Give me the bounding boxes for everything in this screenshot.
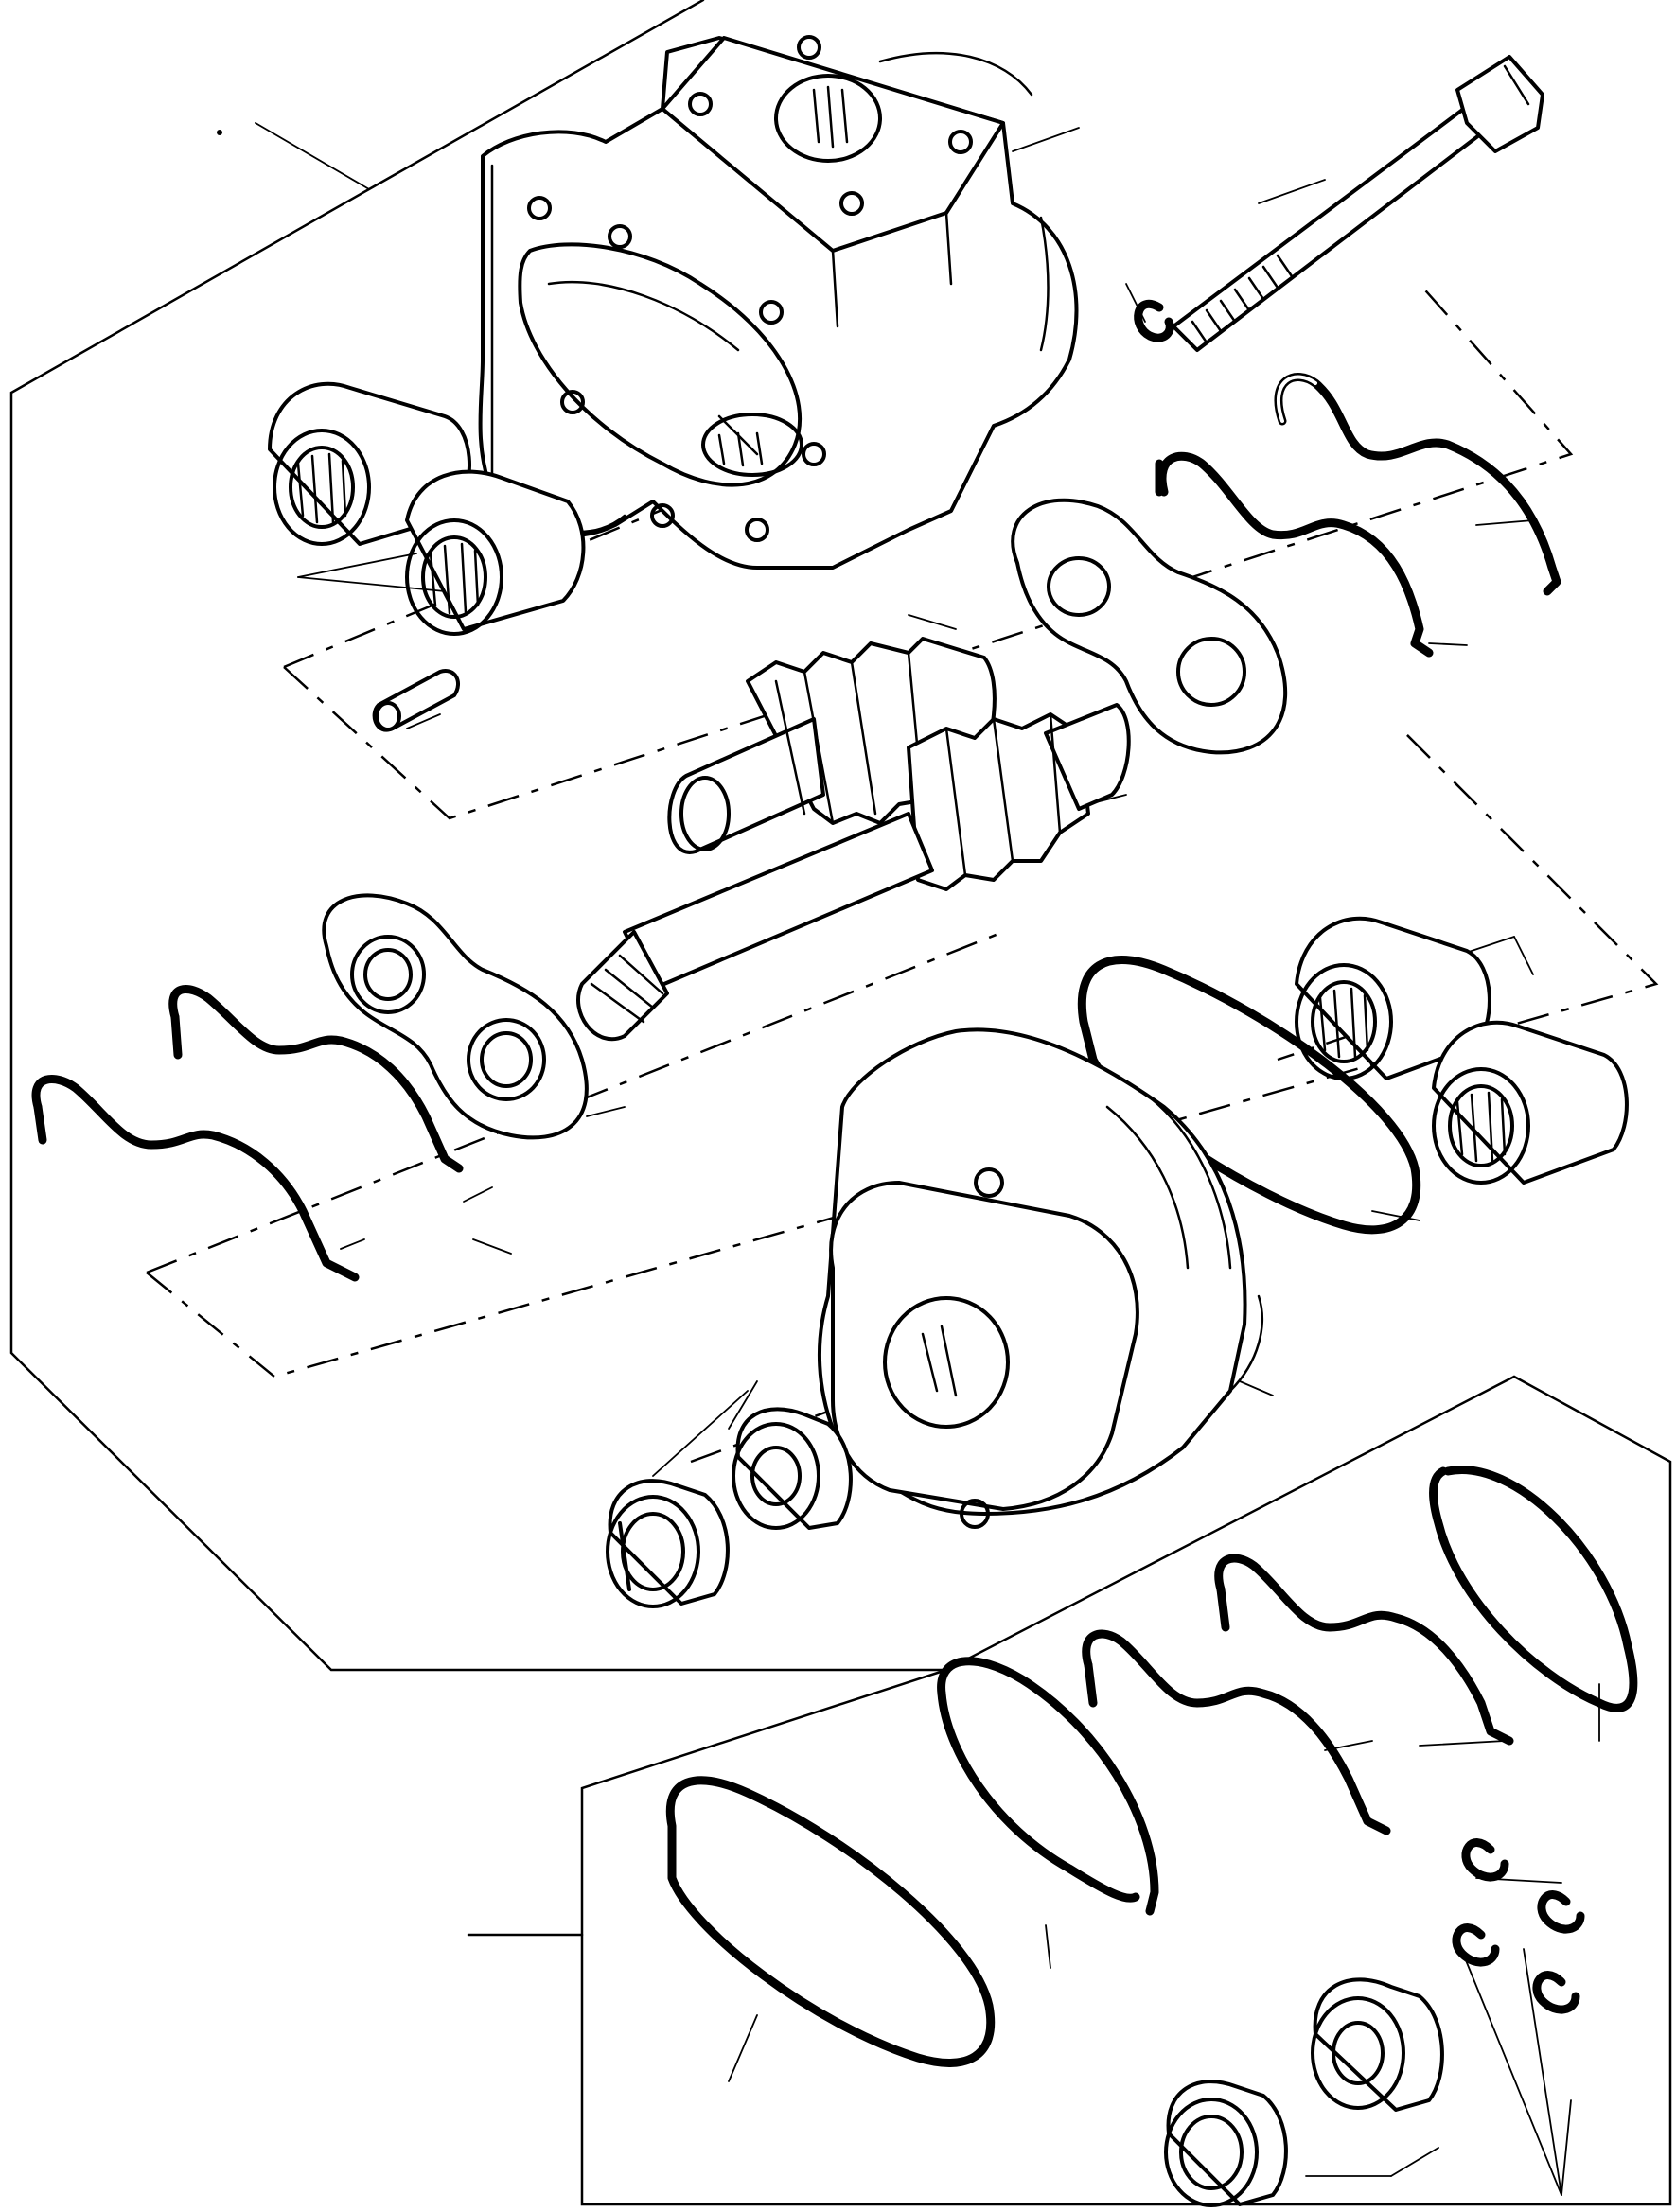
seal-clip-rear-upper (1274, 373, 1561, 596)
kit-bearing-spacer (1311, 1977, 1444, 2112)
kit-seal-clip-upper (1214, 1554, 1514, 1746)
seal-kit-frame (580, 1375, 1672, 2206)
kit-lock-washers (1452, 1838, 1585, 2014)
seal-clip-front-upper (168, 985, 464, 1173)
kit-shaft-seal (1164, 2080, 1288, 2207)
seal-clip-front-lower (31, 1075, 360, 1282)
shaft-seal (606, 1479, 730, 1608)
wear-plate-rear (1011, 498, 1288, 755)
kit-o-ring-large (665, 1776, 996, 2067)
spacer-ring (732, 1407, 853, 1530)
kit-seal-clip-lower (1082, 1629, 1391, 1835)
kit-snap-ring (1429, 1466, 1638, 1712)
kit-o-ring-split (937, 1657, 1159, 1916)
seal-clip-rear-lower (1155, 451, 1434, 658)
bolt-lock-washer (1134, 299, 1174, 342)
needle-bearing-lower-right (1432, 1020, 1629, 1185)
needle-bearing-upper-right (405, 469, 586, 636)
wear-plate-front (322, 893, 589, 1140)
dowel-pin (372, 669, 460, 732)
pump-housing (478, 35, 1079, 570)
drive-gear-shaft (576, 703, 1131, 1042)
through-bolt (1172, 55, 1544, 352)
front-cover-flange (817, 1027, 1263, 1529)
ink-dot (217, 130, 222, 135)
